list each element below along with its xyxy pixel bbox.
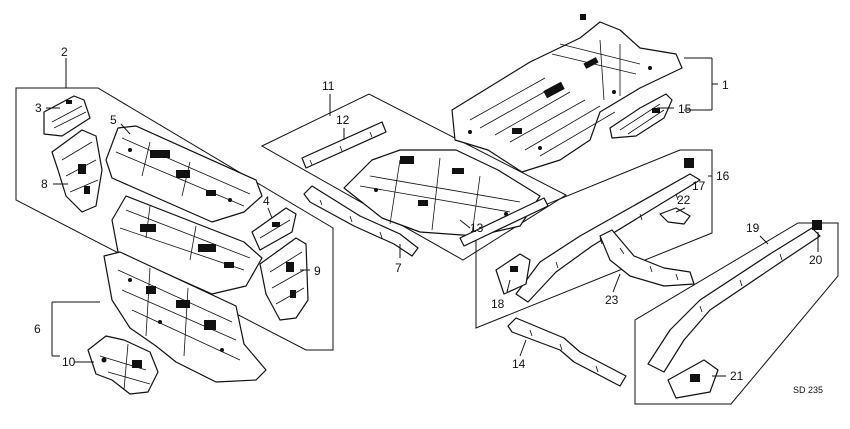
part-10-bracket <box>87 335 159 395</box>
part-13-rail <box>459 197 549 247</box>
part-15-bracket <box>609 93 673 139</box>
callout-20: 20 <box>809 253 823 267</box>
part-5-cowl-top <box>105 125 263 223</box>
part-4-gusset <box>251 207 297 251</box>
callout-13: 13 <box>470 221 484 235</box>
leader-lines <box>46 57 819 377</box>
callout-4: 4 <box>263 194 270 208</box>
callout-15: 15 <box>678 102 692 116</box>
group-box-side-frame <box>634 222 839 405</box>
callout-22: 22 <box>677 193 691 207</box>
callout-16: 16 <box>716 169 730 183</box>
diagram-code: SD 235 <box>793 385 823 395</box>
callout-3: 3 <box>35 101 42 115</box>
callout-19: 19 <box>746 221 760 235</box>
part-rear-floor <box>451 14 683 173</box>
callout-21: 21 <box>730 369 744 383</box>
callout-7: 7 <box>395 261 402 275</box>
callout-23: 23 <box>605 293 619 307</box>
part-23-member <box>599 229 695 287</box>
part-front-floor <box>343 149 541 237</box>
callout-14: 14 <box>512 357 526 371</box>
callout-10: 10 <box>62 355 76 369</box>
callout-5: 5 <box>110 113 117 127</box>
callout-8: 8 <box>41 177 48 191</box>
callout-17: 17 <box>692 179 706 193</box>
callout-6: 6 <box>34 322 41 336</box>
callout-1: 1 <box>722 78 729 92</box>
part-7-member <box>303 185 419 257</box>
callout-9: 9 <box>314 264 321 278</box>
callout-2: 2 <box>61 45 68 59</box>
part-3-bracket <box>43 95 91 137</box>
group-box-dashboard <box>15 87 334 351</box>
part-18-bracket <box>495 253 531 295</box>
callout-11: 11 <box>322 79 335 93</box>
part-21-bracket <box>667 359 719 399</box>
part-6-dashboard <box>103 251 267 383</box>
part-16-rear-rail <box>515 158 701 303</box>
callout-12: 12 <box>336 113 350 127</box>
part-22-clip <box>659 207 691 225</box>
group-box-rear-frame <box>475 149 713 329</box>
part-9-plate <box>259 237 309 321</box>
part-19-side-rail <box>647 220 822 373</box>
part-12-crossmember <box>301 121 387 169</box>
part-14-crossmember <box>507 317 627 387</box>
callout-18: 18 <box>491 297 505 311</box>
part-8-bracket <box>51 129 103 213</box>
